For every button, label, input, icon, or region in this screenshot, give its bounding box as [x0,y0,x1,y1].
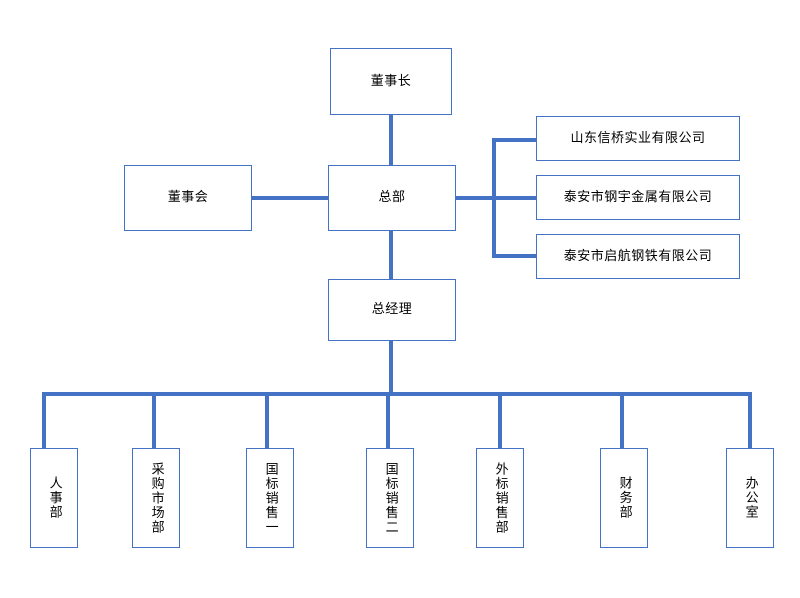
connector-trunk-to-subsidiary-2 [492,196,538,200]
connector-chairman-to-headquarters [389,115,393,166]
node-subsidiary-3-label: 泰安市启航钢铁有限公司 [563,248,713,264]
node-subsidiary-1-label: 山东信桥实业有限公司 [570,130,706,146]
node-general-manager-label: 总经理 [371,302,413,318]
connector-bus-to-department-4 [386,392,390,449]
node-department-1-label: 人事部 [46,476,62,520]
node-general-manager[interactable]: 总经理 [328,279,456,341]
node-department-6[interactable]: 财务部 [600,448,648,548]
connector-bus-to-department-2 [152,392,156,449]
connector-headquarters-right-stem [456,196,496,200]
node-department-7[interactable]: 办公室 [726,448,774,548]
connector-bus-to-department-5 [498,392,502,449]
node-subsidiary-1[interactable]: 山东信桥实业有限公司 [536,116,740,161]
node-department-4[interactable]: 国标销售二 [366,448,414,548]
connector-bus-to-department-6 [620,392,624,449]
node-board-label: 董事会 [167,190,209,206]
node-department-5[interactable]: 外标销售部 [476,448,524,548]
node-department-2[interactable]: 采购市场部 [132,448,180,548]
node-chairman[interactable]: 董事长 [330,48,452,115]
connector-board-to-headquarters [252,196,330,200]
node-department-4-label: 国标销售二 [382,461,398,535]
node-department-7-label: 办公室 [742,476,758,520]
node-board[interactable]: 董事会 [124,165,252,231]
connector-bus-to-department-1 [42,392,46,449]
node-headquarters[interactable]: 总部 [328,165,456,231]
connector-trunk-to-subsidiary-3 [492,254,538,258]
node-chairman-label: 董事长 [370,73,412,89]
node-department-3-label: 国标销售一 [262,461,278,535]
node-subsidiary-2[interactable]: 泰安市钢宇金属有限公司 [536,175,740,220]
node-headquarters-label: 总部 [378,190,406,206]
connector-bus-to-department-3 [265,392,269,449]
connector-headquarters-to-general-manager [389,231,393,280]
node-subsidiary-3[interactable]: 泰安市启航钢铁有限公司 [536,234,740,279]
node-department-3[interactable]: 国标销售一 [246,448,294,548]
node-department-1[interactable]: 人事部 [30,448,78,548]
node-department-6-label: 财务部 [616,476,632,520]
connector-department-bus [42,392,752,396]
node-department-5-label: 外标销售部 [492,461,508,535]
node-department-2-label: 采购市场部 [148,461,164,535]
connector-trunk-to-subsidiary-1 [492,138,538,142]
node-subsidiary-2-label: 泰安市钢宇金属有限公司 [563,189,713,205]
connector-bus-to-department-7 [748,392,752,449]
connector-general-manager-to-bus [389,341,393,396]
